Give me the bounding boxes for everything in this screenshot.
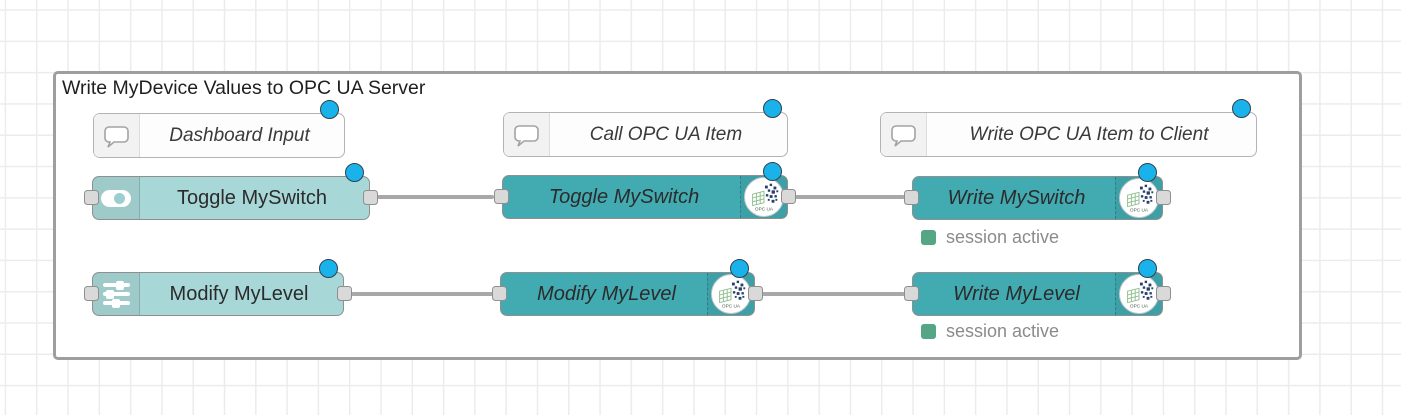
output-port[interactable] (337, 285, 352, 301)
output-port[interactable] (363, 189, 378, 205)
comment-node-write-opcua-item[interactable]: Write OPC UA Item to Client (880, 99, 1257, 157)
input-port[interactable] (904, 189, 919, 205)
node-status: session active (921, 227, 1059, 248)
changed-indicator-dot (345, 163, 364, 182)
toggle-icon (93, 177, 140, 219)
changed-indicator-dot (1232, 99, 1251, 118)
output-port[interactable] (1156, 189, 1171, 205)
node-label: Modify MyLevel (169, 282, 309, 305)
changed-indicator-dot (763, 162, 782, 181)
opcua-logo-icon: OPC UA (1115, 273, 1162, 315)
speech-bubble-icon (881, 113, 927, 156)
wire[interactable] (795, 195, 905, 199)
svg-text:OPC UA: OPC UA (755, 206, 774, 212)
node-toggle-myswitch-call[interactable]: Toggle MySwitch OPC U (494, 162, 796, 219)
opcua-logo-icon: OPC UA (1115, 177, 1162, 219)
node-label: Toggle MySwitch (176, 186, 328, 209)
changed-indicator-dot (1138, 259, 1157, 278)
output-port[interactable] (748, 285, 763, 301)
input-port[interactable] (904, 285, 919, 301)
comment-label: Call OPC UA Item (589, 123, 743, 145)
wire[interactable] (377, 195, 494, 199)
sliders-icon (93, 273, 140, 315)
input-port[interactable] (84, 189, 99, 205)
changed-indicator-dot (1138, 163, 1157, 182)
opcua-logo-icon: OPC UA (707, 273, 754, 315)
comment-node-call-opcua-item[interactable]: Call OPC UA Item (503, 99, 788, 157)
node-status: session active (921, 321, 1059, 342)
group-title: Write MyDevice Values to OPC UA Server (62, 77, 426, 99)
status-text: session active (946, 321, 1060, 341)
svg-text:OPC UA: OPC UA (722, 303, 741, 309)
status-text: session active (946, 227, 1060, 247)
opcua-logo-icon: OPC UA (740, 176, 787, 218)
wire[interactable] (351, 292, 493, 296)
comment-label: Dashboard Input (169, 124, 310, 146)
changed-indicator-dot (319, 259, 338, 278)
output-port[interactable] (781, 188, 796, 204)
node-modify-mylevel-dashboard[interactable]: Modify MyLevel (84, 259, 352, 316)
node-label: Modify MyLevel (537, 282, 676, 305)
speech-bubble-icon (504, 113, 550, 156)
node-label: Toggle MySwitch (548, 185, 700, 208)
speech-bubble-icon (94, 114, 140, 157)
node-write-mylevel[interactable]: Write MyLevel OPC UA (904, 259, 1171, 316)
node-label: Write MyLevel (953, 282, 1080, 305)
changed-indicator-dot (763, 99, 782, 118)
node-toggle-myswitch-dashboard[interactable]: Toggle MySwitch (84, 163, 378, 220)
changed-indicator-dot (320, 100, 339, 119)
changed-indicator-dot (730, 259, 749, 278)
svg-text:OPC UA: OPC UA (1130, 207, 1149, 213)
node-label: Write MySwitch (947, 186, 1086, 209)
input-port[interactable] (494, 188, 509, 204)
node-modify-mylevel-call[interactable]: Modify MyLevel OPC UA (492, 259, 763, 316)
input-port[interactable] (492, 285, 507, 301)
status-dot-icon (921, 324, 936, 339)
comment-node-dashboard-input[interactable]: Dashboard Input (93, 100, 345, 158)
comment-label: Write OPC UA Item to Client (969, 123, 1209, 145)
status-dot-icon (921, 230, 936, 245)
node-write-myswitch[interactable]: Write MySwitch OPC UA (904, 163, 1171, 220)
wire[interactable] (762, 292, 905, 296)
svg-text:OPC UA: OPC UA (1130, 303, 1149, 309)
output-port[interactable] (1156, 285, 1171, 301)
input-port[interactable] (84, 285, 99, 301)
